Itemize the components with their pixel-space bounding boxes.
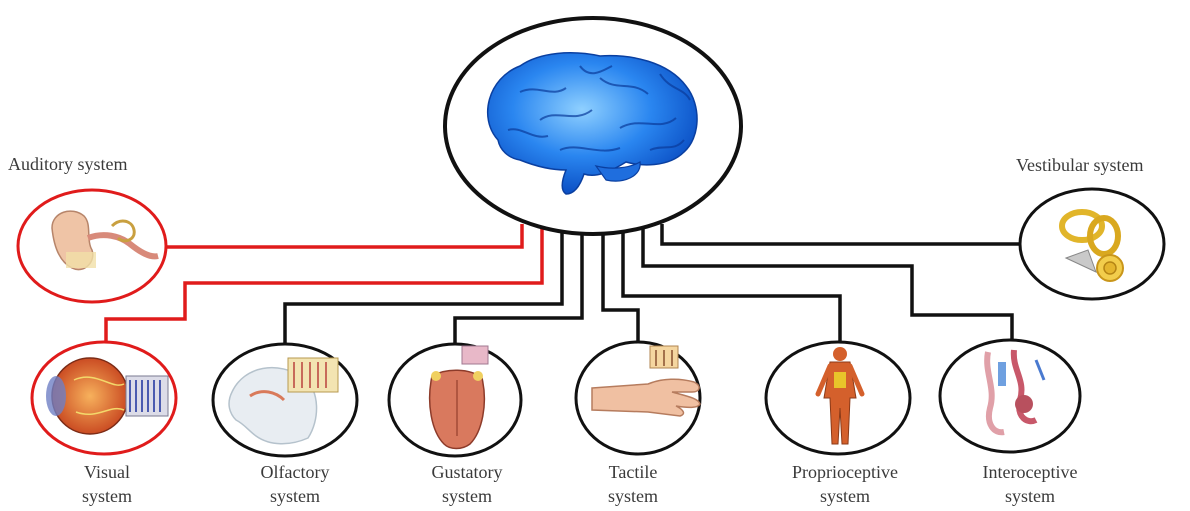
proprioceptive-node (766, 342, 910, 454)
connector-intero (643, 229, 1012, 344)
auditory-system-label: Auditory system (8, 152, 128, 176)
connector-proprio (623, 232, 840, 344)
brain-node (445, 18, 741, 234)
connector-visual (106, 226, 542, 350)
tactile-node (576, 342, 700, 454)
connector-tactile (603, 234, 638, 343)
visual-node (32, 342, 176, 454)
vestibular-system-label: Vestibular system (1016, 153, 1144, 177)
gustatory-node (389, 344, 521, 456)
auditory-node (18, 190, 166, 302)
connector-auditory (164, 224, 522, 247)
vestibular-node (1020, 189, 1164, 299)
connector-lines (106, 224, 1020, 350)
interoceptive-node (940, 340, 1080, 452)
connector-vestibular (662, 224, 1020, 244)
olfactory-node (213, 344, 357, 456)
